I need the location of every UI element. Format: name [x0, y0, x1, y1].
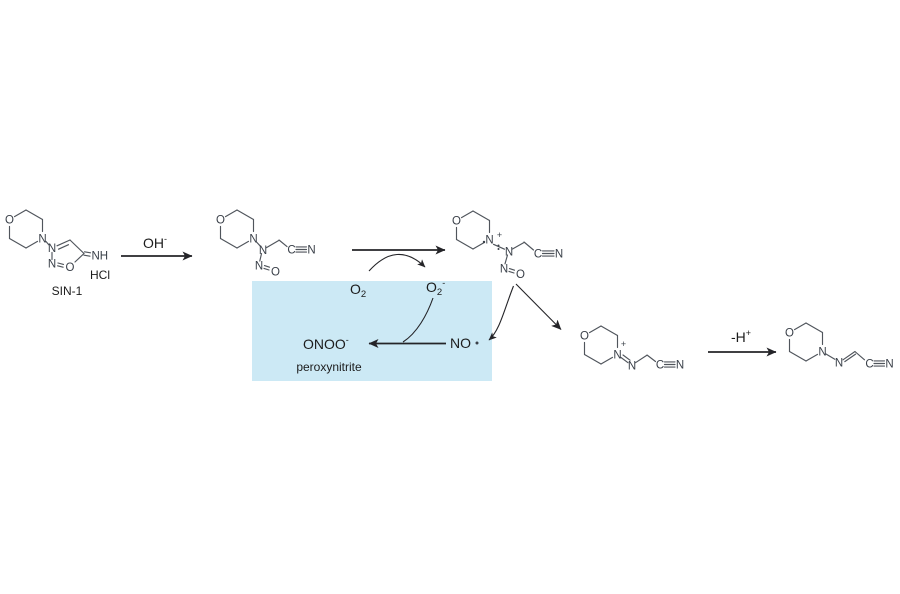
- atom-n: N: [255, 260, 263, 272]
- peroxynitrite-highlight-box: [252, 281, 492, 381]
- atom-o: O: [785, 327, 794, 339]
- radical-cation-arrows: [488, 283, 562, 341]
- plus-charge: +: [621, 339, 626, 349]
- hydroxide-label: OH-: [143, 234, 167, 251]
- atom-o: O: [516, 269, 525, 281]
- atom-n: N: [885, 358, 893, 370]
- superoxide-merge-curve: [402, 297, 434, 343]
- atom-n: N: [818, 346, 826, 358]
- no-radical-dot: [475, 341, 479, 345]
- atom-c: C: [534, 248, 542, 260]
- compound-cation: O N + N C N: [580, 325, 684, 372]
- atom-n: N: [259, 245, 267, 257]
- radical-dot: [482, 240, 486, 244]
- atom-o: O: [271, 266, 280, 278]
- atom-n: N: [38, 233, 46, 245]
- o2-to-superoxide-arc: [368, 253, 426, 272]
- atom-n: N: [555, 248, 563, 260]
- atom-o: O: [216, 214, 225, 226]
- atom-c: C: [656, 359, 664, 371]
- nitric-oxide-label: NO: [450, 335, 471, 351]
- peroxynitrite-name-label: peroxynitrite: [296, 360, 362, 374]
- atom-n: N: [613, 349, 621, 361]
- atom-nh: NH: [92, 250, 109, 262]
- atom-o: O: [66, 262, 75, 274]
- product-bonds: [788, 322, 886, 367]
- no-release-arrow: [488, 285, 515, 341]
- sin1-label: SIN-1: [52, 284, 83, 298]
- atom-o: O: [580, 330, 589, 342]
- reaction-arrow-deprotonation: -H+: [708, 328, 777, 357]
- atom-n: N: [48, 258, 56, 270]
- plus-charge: +: [497, 230, 502, 240]
- to-cation-arrow: [515, 283, 562, 330]
- lone-pair-dot: [497, 244, 500, 247]
- atom-n: N: [628, 360, 636, 372]
- cation-bonds: [583, 325, 676, 368]
- atom-n: N: [249, 233, 257, 245]
- reaction-arrow-oxidation: [352, 245, 446, 272]
- atom-n: N: [48, 243, 56, 255]
- superoxide-label: O2-: [426, 278, 445, 298]
- atom-o: O: [452, 215, 461, 227]
- atom-o: O: [5, 214, 14, 226]
- atom-c: C: [865, 358, 873, 370]
- atom-c: C: [287, 244, 295, 256]
- atom-n: N: [307, 244, 315, 256]
- reaction-arrow-hydroxide: OH-: [121, 234, 193, 261]
- peroxynitrite-formula-label: ONOO-: [303, 335, 349, 352]
- atom-n: N: [500, 263, 508, 275]
- atom-n: N: [485, 234, 493, 246]
- compound-radical-cation: O N + N C N N O: [452, 210, 563, 281]
- sin1-bonds: [8, 209, 92, 268]
- compound-nitrosamine: O N N C N N O: [216, 209, 316, 278]
- nitrosamine-bonds: [219, 209, 308, 271]
- oxygen-molecule-label: O2: [350, 281, 366, 300]
- lone-pair-dot: [497, 248, 500, 250]
- deprotonation-label: -H+: [731, 328, 751, 345]
- compound-sin1: O N N N O NH HCl SIN-1: [5, 209, 110, 298]
- compound-product: O N N C N: [785, 322, 894, 370]
- atom-n: N: [505, 246, 513, 258]
- atom-n: N: [835, 357, 843, 369]
- peroxynitrite-box-content: O2 O2- ONOO- NO peroxynitrite: [296, 278, 479, 374]
- radical-cation-bonds: [455, 210, 555, 274]
- hcl-label: HCl: [90, 268, 110, 282]
- atom-n: N: [676, 359, 684, 371]
